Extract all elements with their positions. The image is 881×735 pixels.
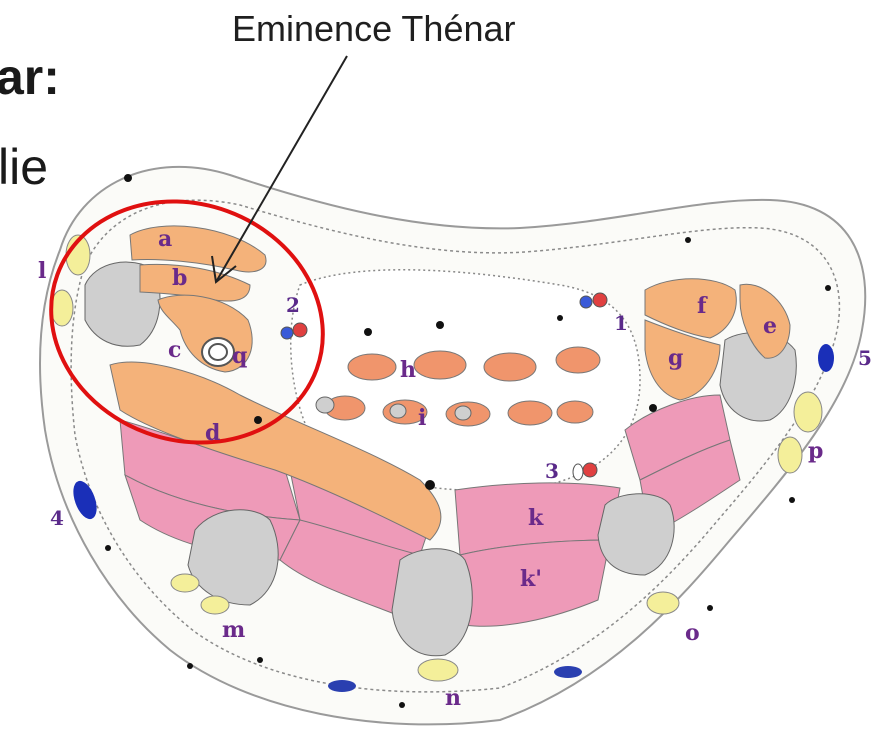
label-5: 5 bbox=[858, 346, 872, 370]
label-d: d bbox=[205, 420, 220, 446]
label-4: 4 bbox=[50, 506, 64, 530]
label-q: q bbox=[232, 343, 247, 369]
label-k-prime: k' bbox=[520, 566, 542, 592]
label-n: n bbox=[445, 685, 461, 711]
label-b: b bbox=[172, 265, 187, 291]
bone-metacarpal-2 bbox=[392, 549, 472, 656]
bone-metacarpal-3 bbox=[598, 494, 674, 575]
label-m: m bbox=[222, 617, 245, 643]
label-1: 1 bbox=[614, 311, 628, 335]
label-2: 2 bbox=[286, 293, 300, 317]
label-f: f bbox=[697, 293, 708, 319]
label-h: h bbox=[400, 357, 416, 383]
tendon-q bbox=[202, 338, 234, 366]
label-g: g bbox=[668, 345, 683, 371]
label-k: k bbox=[528, 505, 544, 531]
label-c: c bbox=[168, 337, 181, 363]
label-3: 3 bbox=[545, 459, 559, 483]
label-l: l bbox=[38, 258, 46, 284]
label-i: i bbox=[418, 405, 426, 431]
label-a: a bbox=[158, 226, 172, 252]
label-e: e bbox=[763, 313, 777, 339]
label-p: p bbox=[808, 438, 823, 464]
label-o: o bbox=[685, 620, 700, 646]
